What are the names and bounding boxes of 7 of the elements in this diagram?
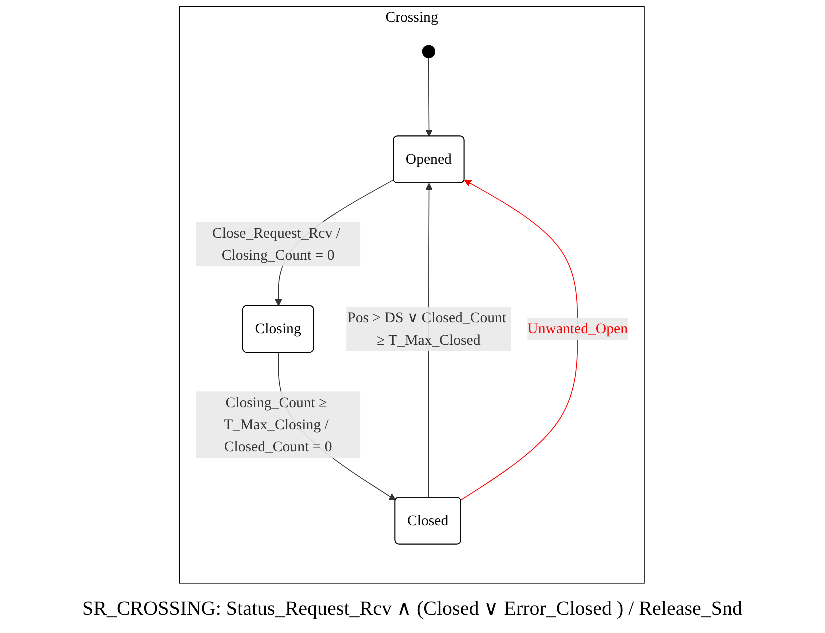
arrow — [426, 58, 434, 137]
arrow — [461, 180, 579, 501]
edge-label: Close_Request_Rcv / Closing_Count = 0 — [212, 224, 341, 264]
edge-label: Unwanted_Open — [528, 320, 628, 337]
note-text: SR_CROSSING: Status_Request_Rcv ∧ (Closed ∨ Error_Closed ) / Release_Snd — [82, 597, 742, 622]
edge-label: Pos > DS ∨ Closed_Count ≥ T_Max_Closed — [348, 309, 508, 348]
edge-label: Closing_Count ≥ T_Max_Closing / Closed_Count = 0 — [224, 394, 333, 456]
